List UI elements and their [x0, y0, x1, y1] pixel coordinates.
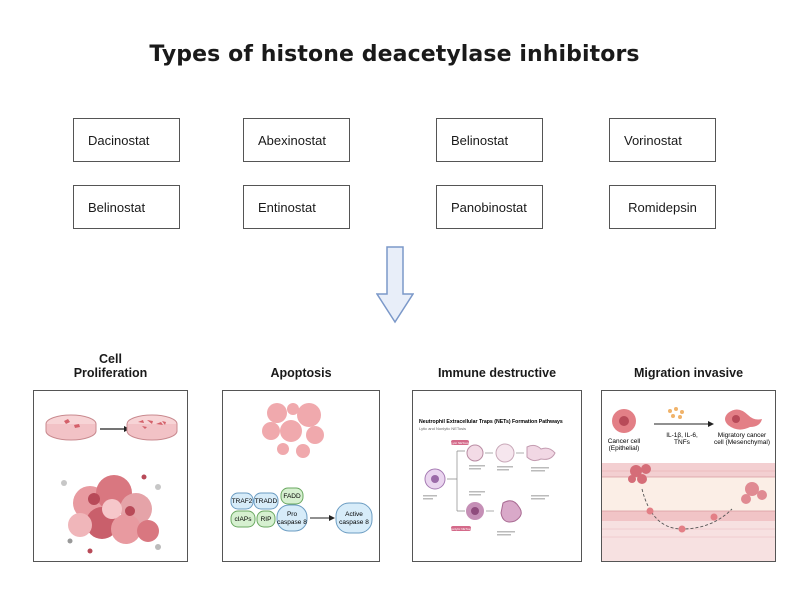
migration-panel: Cancer cell (Epithelial) IL-1β, IL-6, TN…: [601, 390, 776, 562]
svg-text:RIP: RIP: [261, 516, 272, 523]
svg-text:IL-1β, IL-6,: IL-1β, IL-6,: [666, 432, 698, 439]
apoptosis-title: Apoptosis: [270, 366, 332, 380]
tissue-invasion-diagram: [602, 463, 775, 561]
svg-text:FADD: FADD: [283, 493, 301, 500]
nets-pathway-diagram: Lytic NETosis Nonlytic NETosis: [423, 440, 556, 536]
inhibitor-box: Dacinostat: [73, 118, 180, 162]
svg-text:cell (Mesenchymal): cell (Mesenchymal): [714, 439, 770, 446]
svg-text:caspase 8: caspase 8: [277, 519, 307, 526]
migratory-cell-icon: [725, 409, 762, 430]
inhibitor-box: Panobinostat: [436, 185, 543, 229]
proliferation-panel: [33, 390, 188, 562]
svg-text:(Epithelial): (Epithelial): [609, 445, 640, 452]
immune-panel: Neutrophil Extracellular Traps (NETs) Fo…: [412, 390, 582, 562]
inhibitor-box: Romidepsin: [609, 185, 716, 229]
svg-text:Active: Active: [345, 511, 363, 518]
svg-text:Neutrophil Extracellular Traps: Neutrophil Extracellular Traps (NETs) Fo…: [419, 419, 563, 425]
petri-dish-icon: [45, 414, 97, 441]
proliferation-title: Cell Proliferation: [73, 352, 148, 380]
death-receptor-complex: TRAF2 TRADD FADD cIAPs RIP Pro caspase 8…: [230, 487, 373, 534]
svg-text:Nonlytic NETosis: Nonlytic NETosis: [450, 527, 473, 531]
apoptotic-bodies-icon: [262, 403, 324, 458]
immune-title: Immune destructive: [437, 366, 557, 380]
inhibitor-box: Abexinostat: [243, 118, 350, 162]
svg-text:Pro: Pro: [287, 511, 298, 518]
apoptosis-panel: TRAF2 TRADD FADD cIAPs RIP Pro caspase 8…: [222, 390, 380, 562]
svg-text:caspase 8: caspase 8: [339, 519, 369, 526]
svg-text:Lytic NETosis: Lytic NETosis: [451, 441, 469, 445]
migration-title: Migration invasive: [633, 366, 744, 380]
inhibitor-box: Belinostat: [73, 185, 180, 229]
tumor-cluster-icon: [61, 474, 161, 554]
svg-text:TRAF2: TRAF2: [232, 498, 253, 505]
svg-text:cIAPs: cIAPs: [235, 516, 253, 523]
petri-dish-confluent-icon: [126, 414, 178, 441]
diagram-title: Types of histone deacetylase inhibitors: [149, 42, 640, 67]
svg-text:Cancer cell: Cancer cell: [608, 438, 641, 445]
svg-text:Migratory cancer: Migratory cancer: [718, 432, 767, 439]
svg-text:Lytic and Nonlytic NETosis: Lytic and Nonlytic NETosis: [419, 426, 466, 431]
inhibitor-box: Vorinostat: [609, 118, 716, 162]
svg-text:TRADD: TRADD: [255, 498, 278, 505]
inhibitor-box: Entinostat: [243, 185, 350, 229]
inhibitor-box: Belinostat: [436, 118, 543, 162]
svg-text:TNFs: TNFs: [674, 439, 691, 446]
down-arrow-icon: [376, 246, 414, 324]
cancer-cell-icon: [612, 409, 636, 433]
